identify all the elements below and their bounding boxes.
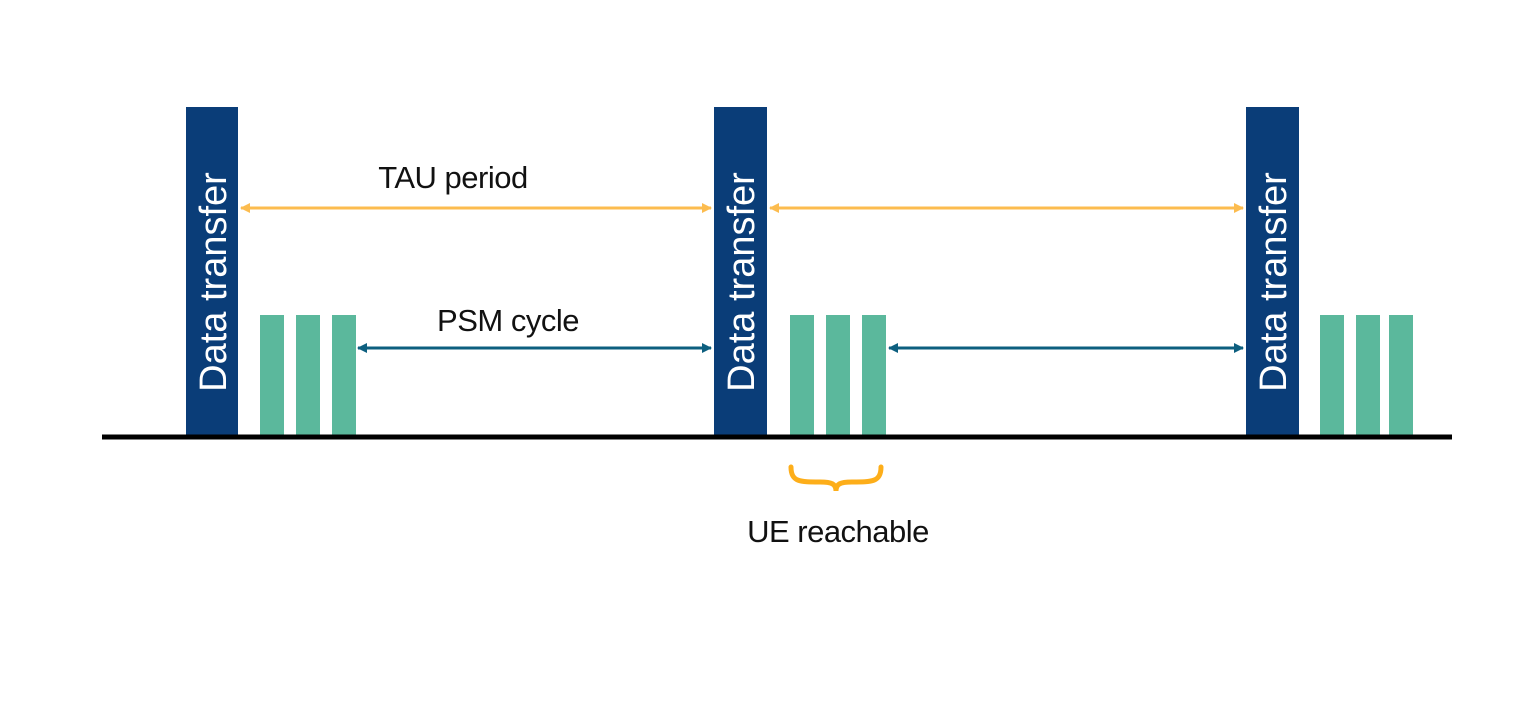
- paging-block: [790, 315, 814, 436]
- ue-reachable-label: UE reachable: [747, 514, 929, 549]
- data-transfer-label: Data transfer: [721, 172, 763, 392]
- data-transfer-label: Data transfer: [193, 172, 235, 392]
- paging-group-3: [1320, 315, 1413, 436]
- data-transfer-block-2: Data transfer: [714, 107, 767, 436]
- paging-block: [1356, 315, 1380, 436]
- tau-period-label: TAU period: [378, 160, 528, 195]
- data-transfer-block-3: Data transfer: [1246, 107, 1299, 436]
- paging-block: [260, 315, 284, 436]
- data-transfer-label: Data transfer: [1253, 172, 1295, 392]
- paging-block: [296, 315, 320, 436]
- paging-block: [1320, 315, 1344, 436]
- paging-block: [862, 315, 886, 436]
- psm-cycle-label: PSM cycle: [437, 303, 579, 338]
- paging-group-1: [260, 315, 356, 436]
- paging-block: [332, 315, 356, 436]
- paging-group-2: [790, 315, 886, 436]
- paging-block: [1389, 315, 1413, 436]
- paging-block: [826, 315, 850, 436]
- ue-reachable-brace: [788, 464, 884, 492]
- data-transfer-block-1: Data transfer: [186, 107, 238, 436]
